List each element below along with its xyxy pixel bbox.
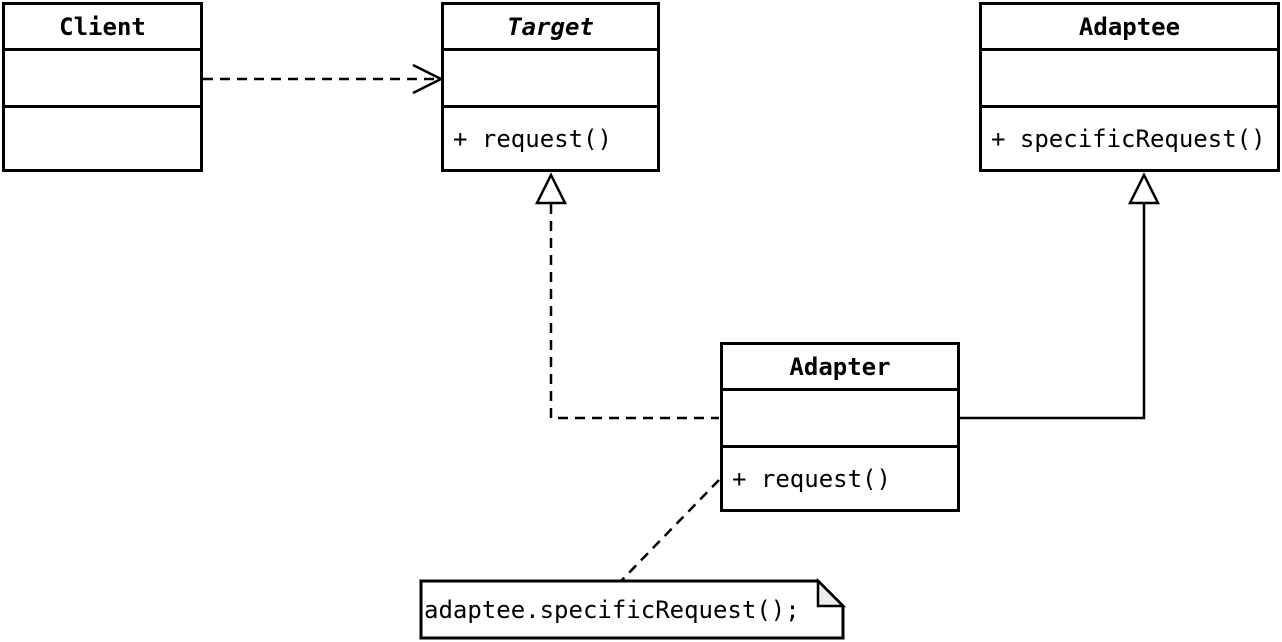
method-label: + specificRequest(): [991, 124, 1266, 153]
note-shape: [419, 577, 847, 640]
method-label: + request(): [732, 464, 891, 493]
dependency-arrow-client-target: [203, 63, 444, 95]
class-methods-adapter: + request(): [723, 448, 957, 509]
class-attributes-adaptee: [982, 51, 1277, 108]
class-box-target: Target + request(): [441, 2, 660, 172]
note-body: [419, 579, 845, 640]
class-box-adapter: Adapter + request(): [720, 342, 960, 512]
generalization-line: [960, 204, 1146, 420]
class-methods-target: + request(): [444, 108, 657, 169]
class-attributes-adapter: [723, 391, 957, 448]
hollow-triangle-icon: [534, 172, 568, 205]
class-attributes-target: [444, 51, 657, 108]
class-attributes-client: [5, 51, 200, 108]
method-label: + request(): [453, 124, 612, 153]
class-box-client: Client: [2, 2, 203, 172]
class-title-target: Target: [444, 5, 657, 51]
class-title-adaptee: Adaptee: [982, 5, 1277, 51]
class-box-adaptee: Adaptee + specificRequest(): [979, 2, 1280, 172]
note-fold-corner-icon: [816, 577, 847, 608]
note-link-adapter-note: [620, 479, 720, 582]
realization-line: [549, 204, 719, 420]
note-link-line: [620, 479, 720, 582]
class-methods-adaptee: + specificRequest(): [982, 108, 1277, 169]
class-title-adapter: Adapter: [723, 345, 957, 391]
generalization-arrow-adapter-adaptee: [960, 172, 1161, 420]
realization-arrow-adapter-target: [534, 172, 719, 420]
hollow-triangle-icon: [1127, 172, 1161, 205]
class-methods-client: [5, 108, 200, 169]
note-text: adaptee.specificRequest();: [424, 595, 800, 624]
class-title-client: Client: [5, 5, 200, 51]
